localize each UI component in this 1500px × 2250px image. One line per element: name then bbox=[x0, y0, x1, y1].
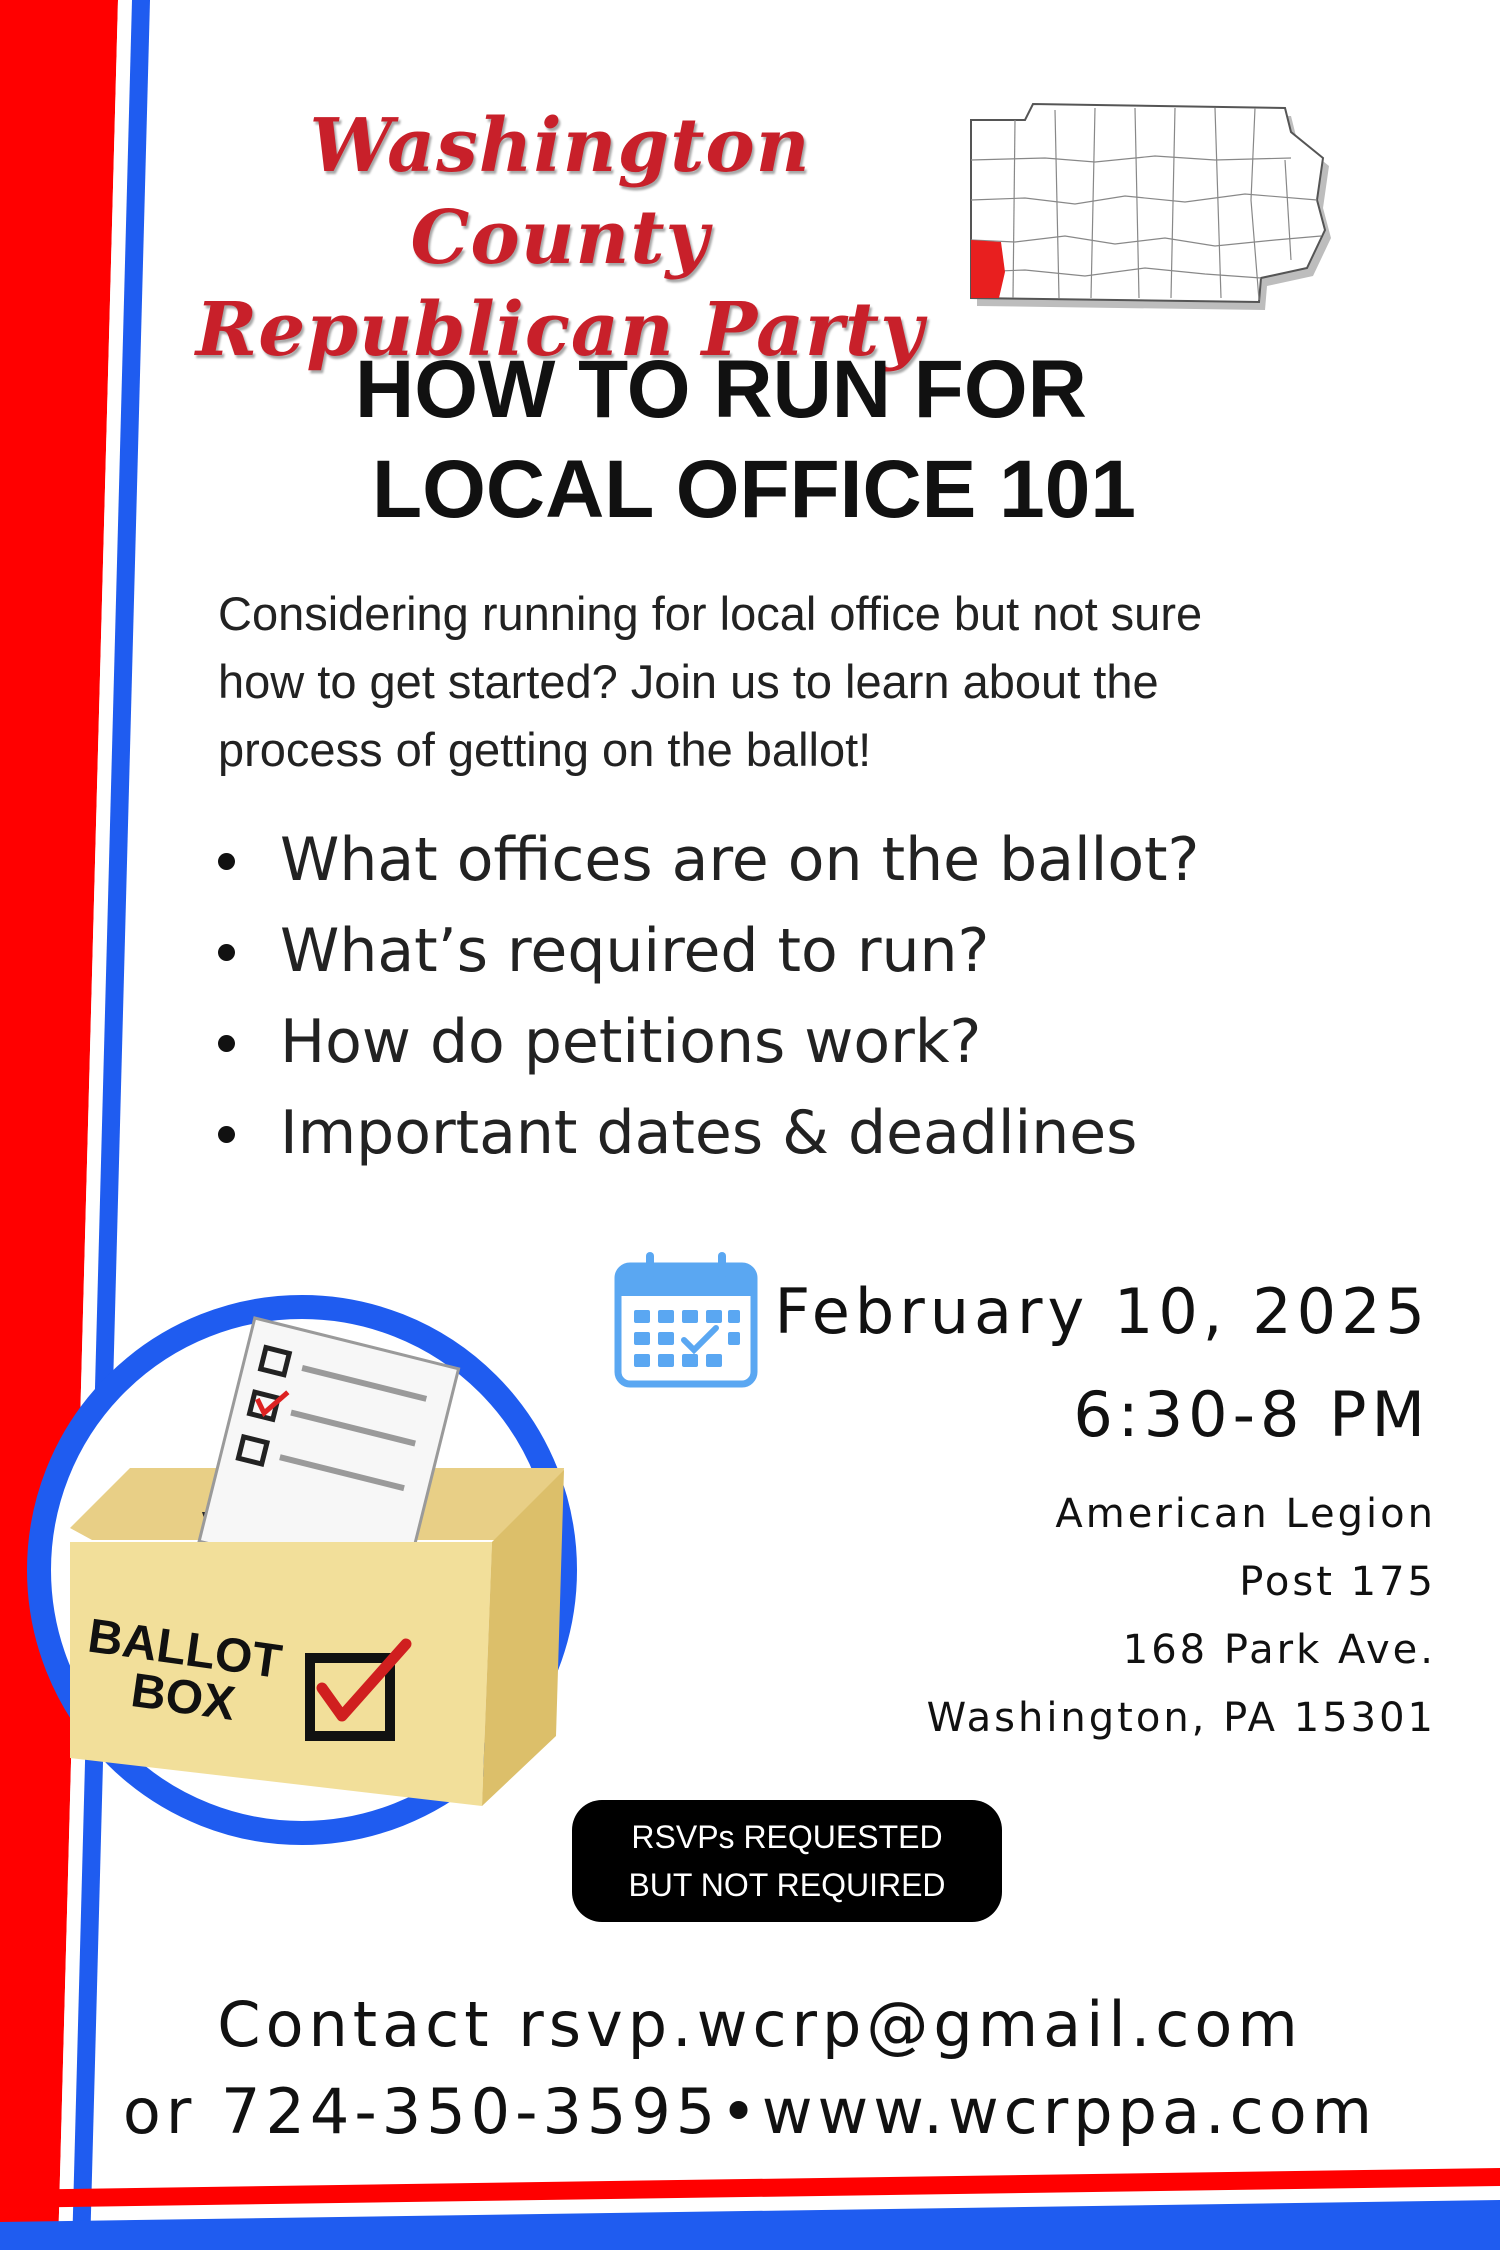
list-item: Important dates & deadlines bbox=[218, 1088, 1368, 1179]
topic-text: What offices are on the ballot? bbox=[280, 825, 1200, 895]
bullet-icon bbox=[218, 944, 235, 961]
address-line: 168 Park Ave. bbox=[1122, 1627, 1436, 1673]
address-line: Washington, PA 15301 bbox=[926, 1695, 1436, 1741]
rsvp-line-2: BUT NOT REQUIRED bbox=[628, 1867, 946, 1903]
address-line: Post 175 bbox=[1239, 1559, 1436, 1605]
list-item: How do petitions work? bbox=[218, 997, 1368, 1088]
event-time: 6:30-8 PM bbox=[1073, 1378, 1430, 1451]
ballot-box-icon: BALLOT BOX bbox=[27, 1295, 577, 1845]
bottom-blue-stripe bbox=[0, 2200, 1500, 2250]
topic-list: What offices are on the ballot? What’s r… bbox=[218, 815, 1368, 1179]
rsvp-line-1: RSVPs REQUESTED bbox=[631, 1819, 943, 1855]
bullet-icon bbox=[218, 853, 235, 870]
washington-county-highlight bbox=[971, 240, 1005, 298]
left-red-stripe bbox=[0, 0, 118, 2250]
brand-line-1: Washington County bbox=[309, 103, 811, 281]
list-item: What’s required to run? bbox=[218, 906, 1368, 997]
bullet-icon bbox=[218, 1035, 235, 1052]
pennsylvania-map-icon bbox=[970, 102, 1331, 310]
event-address: American Legion Post 175 168 Park Ave. W… bbox=[927, 1480, 1436, 1752]
rsvp-badge: RSVPs REQUESTED BUT NOT REQUIRED bbox=[572, 1800, 1002, 1922]
list-item: What offices are on the ballot? bbox=[218, 815, 1368, 906]
address-line: American Legion bbox=[1055, 1491, 1436, 1537]
brand-line-2: Republican Party bbox=[195, 287, 925, 373]
bullet-icon bbox=[218, 1126, 235, 1143]
topic-text: What’s required to run? bbox=[280, 916, 990, 986]
contact-phone-website: or 724-350-3595•www.wcrppa.com bbox=[122, 2075, 1378, 2148]
contact-email: Contact rsvp.wcrp@gmail.com bbox=[217, 1988, 1303, 2061]
calendar-icon bbox=[614, 1252, 758, 1388]
title-line-1: HOW TO RUN FOR bbox=[355, 344, 1087, 435]
page-title: HOW TO RUN FOR LOCAL OFFICE 101 bbox=[250, 340, 1250, 540]
event-date: February 10, 2025 bbox=[774, 1275, 1430, 1348]
intro-text: Considering running for local office but… bbox=[218, 587, 1203, 776]
title-line-2: LOCAL OFFICE 101 bbox=[372, 444, 1136, 535]
bottom-red-stripe bbox=[0, 2168, 1500, 2208]
topic-text: Important dates & deadlines bbox=[280, 1098, 1138, 1168]
party-brand: Washington County Republican Party bbox=[180, 100, 940, 376]
topic-text: How do petitions work? bbox=[280, 1007, 982, 1077]
